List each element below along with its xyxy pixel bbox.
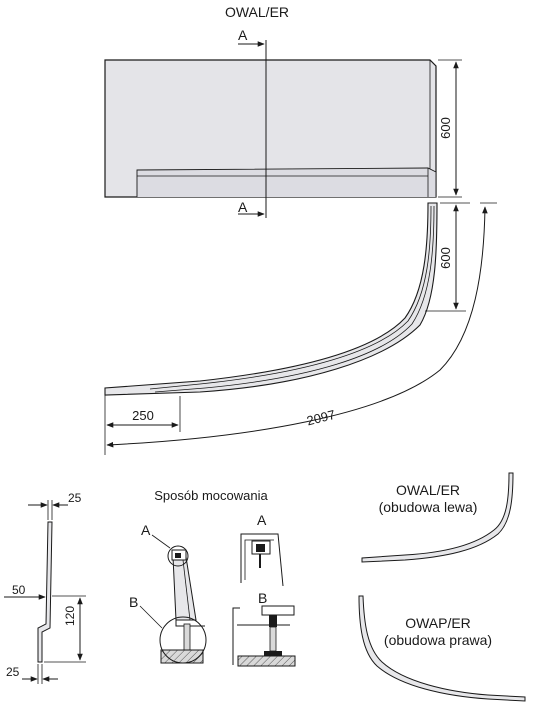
variant-left: OWAL/ER (obudowa lewa) <box>361 472 514 563</box>
top-view: 600 250 2097 <box>104 202 497 455</box>
detail-a-label-left: A <box>141 522 151 538</box>
front-view: A A 600 <box>104 27 462 218</box>
profile-shape <box>37 521 53 663</box>
front-panel <box>104 59 437 198</box>
dim-lip-length: 250 <box>132 408 154 423</box>
dim-total-length: 2097 <box>305 407 337 429</box>
drawing-title: OWAL/ER <box>225 4 289 20</box>
dim-top-depth: 600 <box>438 247 453 269</box>
dim-front-height: 600 <box>438 117 453 139</box>
detail-b-title: B <box>258 590 267 606</box>
front-panel-lip <box>136 167 437 197</box>
detail-a-circle <box>167 545 189 567</box>
detail-b-circle <box>159 616 207 664</box>
dim-profile-height: 120 <box>63 606 77 626</box>
variant-right-name: OWAP/ER <box>405 615 471 631</box>
variant-right-shape <box>358 595 526 702</box>
section-marker-top: A <box>238 27 248 43</box>
mounting-section: Sposób mocowania A B A B <box>129 488 296 667</box>
dim-profile-top: 25 <box>68 491 82 505</box>
section-marker-bottom: A <box>238 199 248 215</box>
detail-a-title: A <box>257 512 267 528</box>
dim-profile-bottom: 25 <box>6 665 20 679</box>
variant-left-name: OWAL/ER <box>396 482 460 498</box>
mounting-title: Sposób mocowania <box>154 488 268 503</box>
profile-section: 25 50 120 25 <box>4 491 86 684</box>
variant-right-desc: (obudowa prawa) <box>384 632 492 648</box>
variant-left-shape <box>361 472 514 563</box>
top-panel-outline <box>104 202 438 396</box>
detail-b-label-left: B <box>129 594 138 610</box>
dim-profile-step: 50 <box>12 583 26 597</box>
variant-left-desc: (obudowa lewa) <box>379 499 478 515</box>
variant-right: OWAP/ER (obudowa prawa) <box>358 595 526 702</box>
